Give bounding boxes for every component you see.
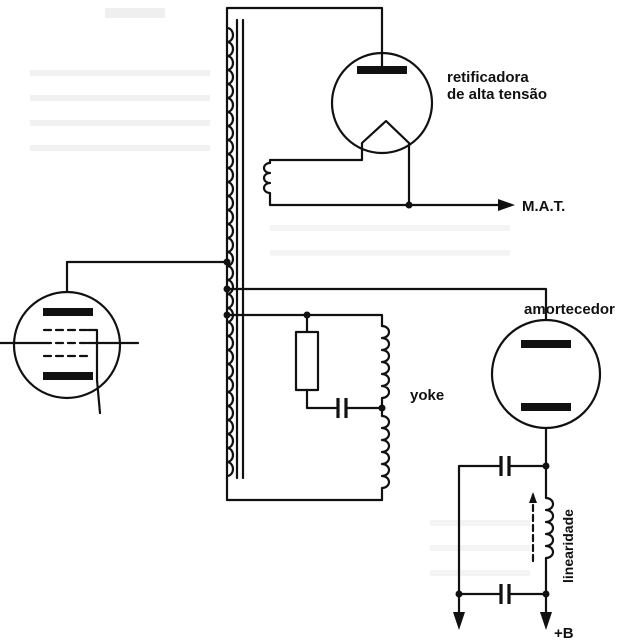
pentode-suppressor-lead <box>86 328 102 415</box>
junction-yoke-tap <box>223 311 231 319</box>
yoke-coil <box>380 324 391 502</box>
resistor <box>294 330 320 392</box>
background-show-through <box>30 8 530 576</box>
resistor-lead-bottom <box>305 388 338 410</box>
yoke-label: yoke <box>410 387 444 404</box>
ground-arrow-icon <box>453 612 465 630</box>
linearity-label: linearidade <box>560 509 576 583</box>
mat-arrow-icon <box>498 199 515 211</box>
junction-left-bottom <box>455 590 463 598</box>
damper-label: amortecedor <box>524 301 615 318</box>
junction-plate <box>223 258 231 266</box>
yoke-coil-upper <box>380 324 391 410</box>
transformer-winding <box>225 26 235 478</box>
hv-wire <box>233 6 384 68</box>
filament-heater-coil <box>262 161 411 207</box>
linearity-coil <box>544 464 555 596</box>
filament-wire-left <box>268 148 364 165</box>
left-rail-wire <box>457 464 501 614</box>
output-pentode-tube <box>0 290 140 415</box>
linearity-adjust-arrow-icon <box>529 492 537 503</box>
rectifier-label-line2: de alta tensão <box>447 86 547 103</box>
supply-arrow-icon <box>540 612 552 630</box>
hv-rectifier-tube <box>330 51 434 155</box>
transformer-frame-wire <box>225 6 384 502</box>
supply-label: +B <box>554 625 574 641</box>
pentode-anode <box>43 308 93 316</box>
rectifier-anode <box>357 66 407 74</box>
junction-damper-tap <box>223 285 231 293</box>
damper-tube <box>490 318 602 430</box>
pentode-envelope <box>12 290 122 400</box>
damper-cathode <box>521 403 571 411</box>
rectifier-label-line1: retificadora <box>447 69 529 86</box>
damper-tap-wire <box>225 287 548 322</box>
flyback-transformer <box>225 6 384 502</box>
pentode-plate-wire <box>65 260 229 294</box>
damper-envelope <box>490 318 602 430</box>
rectifier-envelope <box>330 51 434 155</box>
damper-anode <box>521 340 571 348</box>
yoke-coil-lower <box>380 406 391 502</box>
pentode-cathode <box>43 372 93 380</box>
rectifier-filament <box>360 119 411 152</box>
mat-label: M.A.T. <box>522 198 565 215</box>
yoke-tap-wire <box>225 313 384 328</box>
